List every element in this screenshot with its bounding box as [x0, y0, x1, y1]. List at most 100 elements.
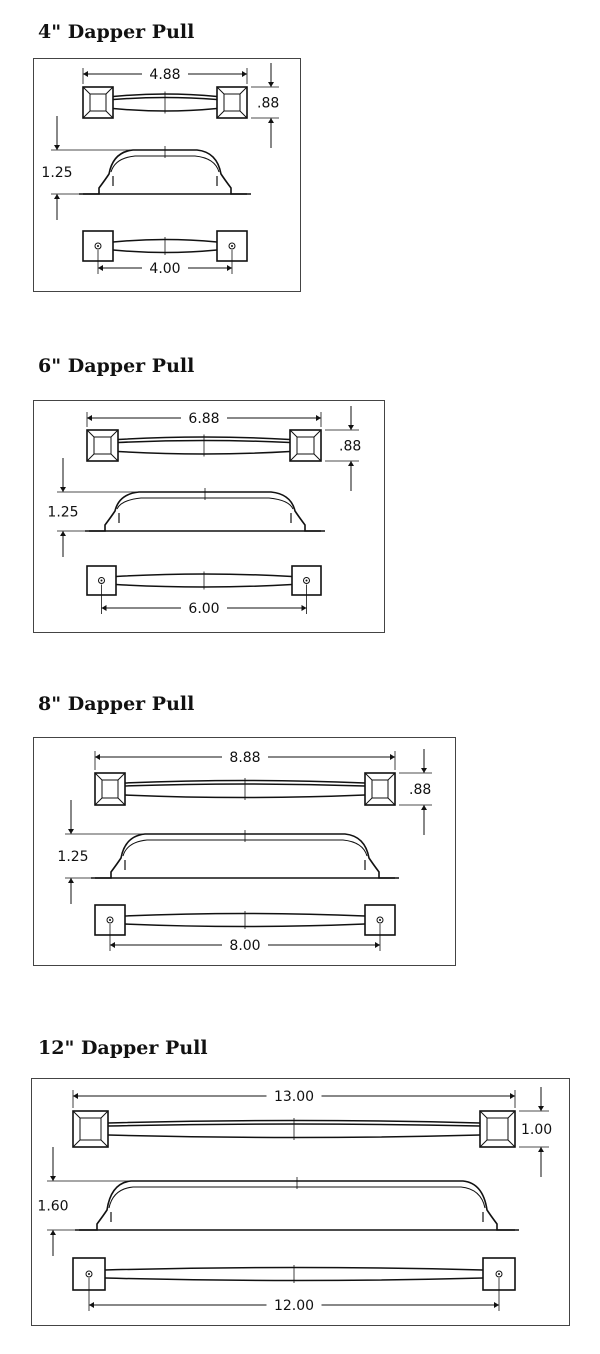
title-12in: 12" Dapper Pull	[38, 1037, 208, 1059]
bottom-view-right-screw-hole	[376, 916, 384, 924]
bottom-view-right-screw-hole	[495, 1270, 503, 1278]
center-to-center-dimension-label: 12.00	[274, 1298, 314, 1314]
overall-length-dimension-arrow-left	[95, 754, 100, 760]
projection-label: 1.25	[41, 165, 72, 181]
top-view-base-bevel	[105, 110, 114, 119]
overall-length-dimension-label: 13.00	[274, 1089, 314, 1105]
bottom-view-right-screw-center	[379, 919, 381, 921]
title-6in: 6" Dapper Pull	[38, 355, 195, 377]
base-height-arrow-top	[268, 82, 274, 87]
diagram-8in-pull: 8.88.881.258.00	[33, 737, 456, 966]
top-view-base-bevel	[110, 453, 119, 462]
center-to-center-dimension-arrow-right	[301, 605, 307, 611]
base-height-label: .88	[339, 439, 361, 455]
top-view-base-bevel	[82, 86, 91, 95]
center-to-center-dimension-arrow-left	[101, 605, 107, 611]
overall-length-dimension-label: 8.88	[229, 750, 260, 766]
projection-arrow-top	[60, 487, 66, 492]
base-height-arrow-top	[421, 768, 427, 773]
overall-length-dimension-arrow-right	[390, 754, 395, 760]
top-view-base-bevel	[100, 1139, 109, 1148]
top-view-base-bevel	[86, 429, 95, 438]
top-view-base-bevel	[313, 429, 322, 438]
overall-length-dimension-label: 4.88	[149, 67, 180, 83]
bottom-view-left-screw-hole	[85, 1270, 93, 1278]
top-view-base-bevel	[110, 429, 119, 438]
top-view-right-base-inset	[486, 1117, 509, 1141]
base-height-arrow-bottom	[348, 461, 354, 466]
projection-arrow-top	[68, 829, 74, 834]
side-view-handle-inner	[110, 155, 220, 173]
top-view-base-bevel	[289, 429, 298, 438]
diagram-frame	[33, 737, 456, 966]
top-view-left-base-inset	[101, 779, 119, 799]
top-view-base-bevel	[86, 453, 95, 462]
center-to-center-dimension-label-bg	[142, 259, 188, 277]
center-to-center-dimension-arrow-right	[375, 942, 380, 948]
projection-arrow-bottom	[60, 531, 66, 536]
bottom-view-left-screw-hole	[94, 242, 102, 250]
base-height-arrow-bottom	[421, 805, 427, 810]
base-height-arrow-top	[538, 1106, 544, 1111]
projection-arrow-bottom	[50, 1230, 56, 1235]
center-to-center-dimension-label-bg	[266, 1296, 322, 1314]
bottom-view-left-screw-center	[100, 579, 103, 582]
bottom-view-left-screw-center	[109, 919, 111, 921]
top-view-base-bevel	[289, 453, 298, 462]
center-to-center-dimension-label-bg	[181, 599, 227, 617]
overall-length-dimension-arrow-right	[316, 415, 321, 421]
diagram-frame	[33, 58, 301, 292]
base-height-label: .88	[409, 782, 431, 798]
overall-length-dimension-label-bg	[181, 409, 227, 427]
base-height-arrow-bottom	[268, 118, 274, 123]
top-view-base-bevel	[507, 1110, 516, 1119]
overall-length-dimension-arrow-left	[83, 71, 88, 77]
center-to-center-dimension-label: 4.00	[149, 261, 180, 277]
center-to-center-dimension-label: 8.00	[229, 938, 260, 954]
projection-label: 1.25	[47, 505, 78, 521]
bottom-view-right-screw-center	[498, 1273, 500, 1275]
top-view-base-bevel	[216, 110, 225, 119]
overall-length-dimension-arrow-left	[87, 415, 92, 421]
bottom-view-left-screw-hole	[98, 577, 105, 584]
diagram-4in-pull: 4.88 .88 1.25 4.00	[33, 58, 301, 292]
projection-arrow-bottom	[54, 194, 60, 199]
top-view-base-bevel	[239, 86, 248, 95]
bottom-view-right-screw-hole	[228, 242, 236, 250]
projection-arrow-bottom	[68, 878, 74, 883]
top-view-base-bevel	[117, 772, 126, 781]
top-view-base-bevel	[479, 1110, 488, 1119]
side-view-handle-inner	[122, 839, 368, 857]
overall-length-dimension-label: 6.88	[188, 411, 219, 427]
overall-length-dimension-label-bg	[222, 748, 268, 766]
center-to-center-dimension-arrow-right	[494, 1302, 499, 1308]
base-height-label: .88	[257, 96, 279, 112]
center-to-center-dimension-label-bg	[222, 936, 268, 954]
top-view-base-bevel	[507, 1139, 516, 1148]
top-view-base-bevel	[72, 1110, 81, 1119]
top-view-base-bevel	[216, 86, 225, 95]
bottom-view-right-screw-hole	[303, 577, 310, 584]
top-view-base-bevel	[479, 1139, 488, 1148]
overall-length-dimension-arrow-right	[242, 71, 247, 77]
bottom-view-left-screw-center	[88, 1273, 90, 1275]
top-view-base-bevel	[313, 453, 322, 462]
top-view-base-bevel	[72, 1139, 81, 1148]
bottom-view-right-screw-center	[305, 579, 308, 582]
base-height-arrow-top	[348, 425, 354, 430]
top-view-left-base-inset	[93, 436, 112, 455]
top-view-base-bevel	[100, 1110, 109, 1119]
side-view-inner-legs	[112, 176, 218, 186]
bottom-view-right-screw-center	[231, 245, 233, 247]
top-view-base-bevel	[105, 86, 114, 95]
overall-length-dimension-arrow-right	[510, 1093, 515, 1099]
top-view-right-base-inset	[371, 779, 389, 799]
center-to-center-dimension-arrow-left	[89, 1302, 94, 1308]
top-view-left-base-inset	[79, 1117, 102, 1141]
top-view-base-bevel	[239, 110, 248, 119]
overall-length-dimension-label-bg	[142, 65, 188, 83]
side-view-inner-legs	[118, 513, 292, 523]
top-view-base-bevel	[364, 772, 373, 781]
side-view-inner-legs	[110, 1212, 484, 1222]
